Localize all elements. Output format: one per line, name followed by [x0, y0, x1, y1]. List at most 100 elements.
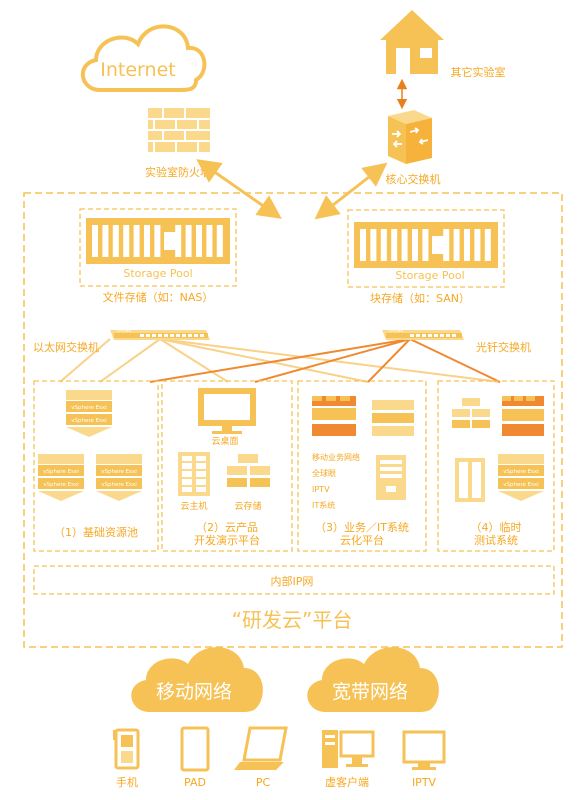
switch-port: [416, 334, 420, 337]
esxi-stack-right: [96, 454, 142, 501]
device-label-vclient: 虚客户端: [325, 775, 369, 789]
fc-switch-label: 光钎交换机: [476, 340, 531, 354]
storage-slot: [412, 229, 418, 261]
storage-slot: [391, 229, 398, 261]
device-label-pc: PC: [256, 776, 271, 789]
core-platform-link: [314, 162, 388, 220]
device-label-phone: 手机: [116, 775, 138, 789]
nas-label: 文件存储（如：NAS）: [103, 290, 214, 304]
app-block-icon: [312, 396, 356, 436]
phone-icon: [113, 728, 140, 770]
p3-list-item: 移动业务网络: [312, 452, 360, 462]
pool-3-label-2: 云化平台: [340, 533, 384, 547]
pool-2-label-2: 开发演示平台: [194, 533, 260, 547]
san-label: 块存储（如：SAN）: [370, 291, 470, 305]
storage-slot: [92, 225, 98, 257]
tv-icon: [402, 730, 446, 770]
switch-port: [446, 334, 450, 337]
san-storage: Storage Pool: [347, 209, 505, 288]
storage-slot: [380, 229, 387, 261]
p3-list-item: 全球眼: [312, 468, 336, 478]
core-switch-label: 核心交换机: [386, 172, 441, 186]
other-lab-label: 其它实验室: [451, 65, 506, 79]
blocks-icon: [452, 398, 490, 428]
storage-slot: [196, 225, 202, 257]
esxi-stack-top: [66, 390, 112, 437]
storage-slot: [185, 225, 192, 257]
broadband-label: 宽带网络: [332, 681, 408, 703]
storage-slot: [422, 229, 429, 261]
nas-pool-label: Storage Pool: [123, 267, 192, 280]
stack-block-icon: [372, 400, 414, 436]
switch-port: [176, 334, 180, 337]
ethernet-switch-label: 以太网交换机: [33, 340, 99, 354]
device-label-iptv: IPTV: [412, 776, 437, 789]
p3-list-item: IT系统: [312, 500, 335, 510]
platform-title: “研发云”平台: [232, 608, 353, 632]
pool-4-label-1: （4）临时: [471, 520, 522, 534]
device-label-pad: PAD: [184, 776, 206, 789]
switch-port: [188, 334, 192, 337]
switch-port: [200, 334, 204, 337]
storage-slot: [453, 229, 460, 261]
ethernet-switch-icon: TP-LINK: [110, 328, 210, 340]
host-label: 云主机: [180, 500, 207, 512]
switch-port: [440, 334, 444, 337]
storage-label: 云存储: [234, 500, 261, 512]
storage-slot: [144, 225, 150, 257]
storage-slot: [464, 229, 470, 261]
internal-ip-label: 内部IP网: [271, 574, 314, 588]
nas-storage: Storage Pool: [79, 208, 237, 287]
rack-icon: [455, 458, 485, 502]
orange-block-icon: [502, 396, 544, 436]
svg-text:TP-LINK: TP-LINK: [115, 328, 132, 333]
storage-slot: [102, 225, 109, 257]
san-pool-label: Storage Pool: [395, 269, 464, 282]
switch-port: [170, 334, 174, 337]
switch-port: [158, 334, 162, 337]
fc-links: [149, 338, 501, 383]
mobile-network-cloud: 移动网络: [131, 647, 263, 712]
firewall-icon: [148, 108, 210, 152]
esxi-stack-p4: [498, 454, 544, 501]
pad-icon: [180, 726, 210, 772]
broadband-cloud: 宽带网络: [307, 647, 439, 712]
storage-controller: [164, 232, 176, 250]
platform-border: [23, 192, 563, 648]
esxi-stack-left: [38, 454, 84, 501]
storage-slot: [360, 229, 366, 261]
pool-4-label-2: 测试系统: [474, 534, 518, 547]
mobile-network-label: 移动网络: [156, 681, 232, 703]
switch-port: [452, 334, 456, 337]
server-icon: [376, 455, 406, 500]
p3-list-item: IPTV: [312, 485, 330, 494]
storage-slot: [123, 225, 130, 257]
storage-slot: [443, 229, 450, 261]
switch-port: [422, 334, 426, 337]
internet-label: Internet: [100, 59, 175, 81]
svg-text:TP-LINK: TP-LINK: [387, 328, 404, 333]
cloud-storage-icon: [227, 454, 270, 487]
switch-port: [434, 334, 438, 337]
pool-2: 云桌面 云主机 云存储 （2）云产品 开发演示平台: [161, 380, 293, 552]
storage-slot: [112, 225, 119, 257]
house-icon: [380, 10, 444, 74]
internet-cloud: Internet: [80, 24, 207, 92]
switch-port: [140, 334, 144, 337]
switch-port: [194, 334, 198, 337]
monitor-icon: [198, 388, 256, 434]
storage-slot: [474, 229, 481, 261]
pool-2-label-1: （2）云产品: [196, 520, 258, 534]
storage-slot: [206, 225, 213, 257]
firewall-label: 实验室防火墙: [145, 165, 211, 179]
fc-switch-icon: TP-LINK: [382, 328, 464, 340]
desktop-label: 云桌面: [211, 435, 238, 447]
pool-4: （4）临时 测试系统: [437, 380, 555, 552]
switch-port: [164, 334, 168, 337]
switch-port: [146, 334, 150, 337]
cloud-host-icon: [178, 452, 210, 496]
pool-1-label: （1）基础资源池: [54, 525, 138, 539]
storage-slot: [133, 225, 140, 257]
